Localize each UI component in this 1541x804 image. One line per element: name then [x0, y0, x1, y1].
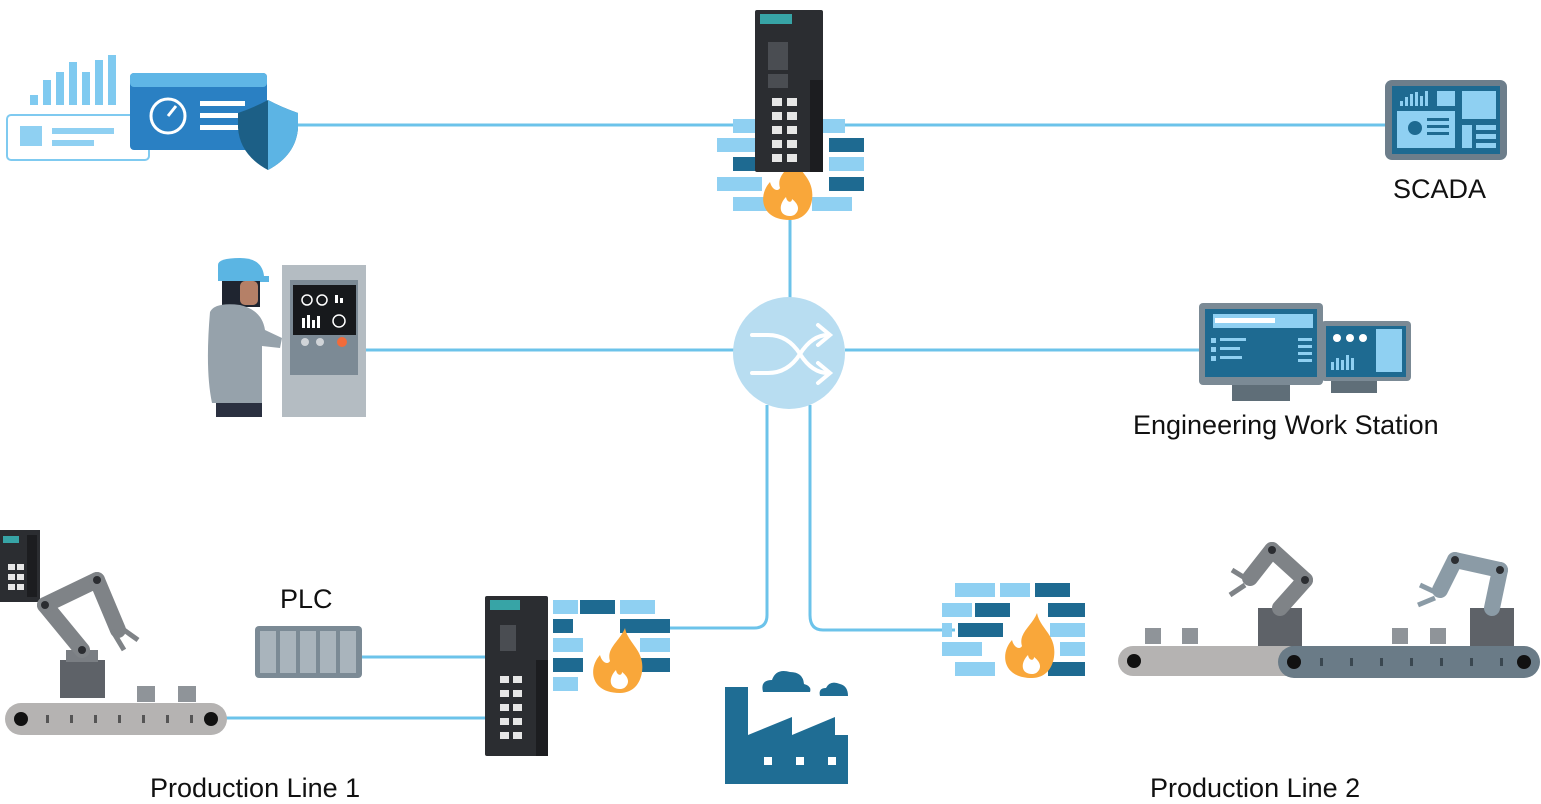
factory-icon [725, 671, 848, 784]
engineering-workstation-label: Engineering Work Station [1133, 410, 1439, 440]
industrial-router-icon [755, 10, 823, 172]
production-line-1-label: Production Line 1 [150, 773, 361, 803]
robot-arm-conveyor-icon [0, 530, 227, 735]
plc-icon [255, 626, 362, 678]
production-line-2-label: Production Line 2 [1150, 773, 1361, 803]
scada-icon [1385, 80, 1507, 160]
link-switch-line2 [808, 405, 955, 632]
industrial-router-icon-line1 [485, 596, 548, 756]
link-switch-line1 [645, 405, 769, 630]
scada-label: SCADA [1393, 174, 1487, 204]
firewall-icon-line2 [942, 583, 1085, 678]
network-switch-icon [733, 297, 845, 409]
operator-hmi-icon [207, 258, 366, 417]
plc-label: PLC [280, 584, 333, 614]
firewall-icon-line1 [553, 600, 670, 693]
security-dashboard-shield-icon [6, 55, 298, 170]
engineering-workstation-icon [1199, 303, 1411, 401]
robot-arm-conveyor-icon-line2 [1118, 542, 1540, 678]
